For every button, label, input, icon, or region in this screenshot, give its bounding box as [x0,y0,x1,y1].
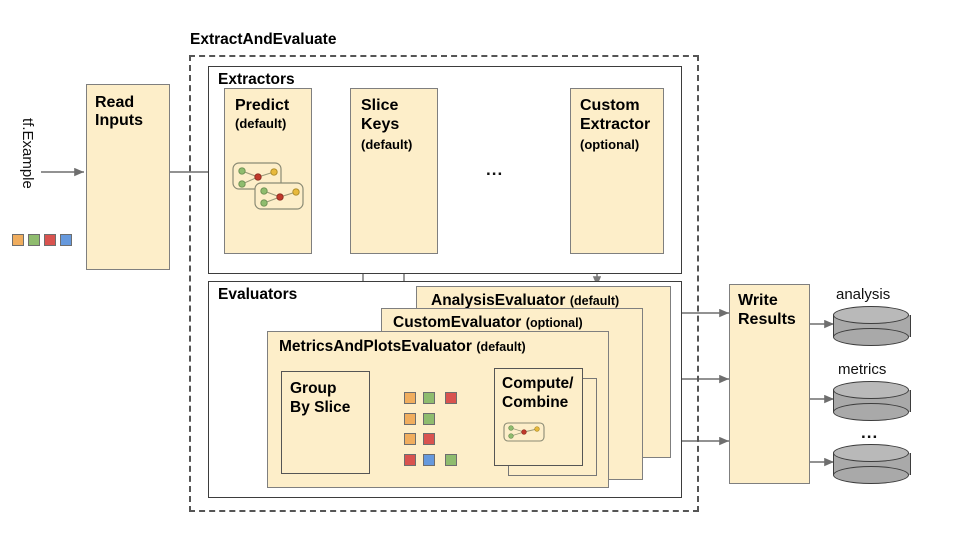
cylinder-bottom [833,328,909,346]
write-results-line1: Write [738,292,778,309]
extractor-predict-box[interactable]: Predict (default) [224,88,312,254]
output-label-analysis: analysis [836,286,891,303]
output-cylinder-analysis[interactable] [833,306,911,346]
write-results-box[interactable]: Write Results [729,284,810,484]
slice-swatch [445,454,457,466]
group-by-slice-box[interactable]: Group By Slice [281,371,370,474]
extractor-predict-qualifier: (default) [235,116,287,131]
cylinder-top [833,306,909,324]
slice-swatch [423,454,435,466]
graph-icon [232,162,304,210]
cylinder-bottom [833,466,909,484]
slice-swatch [445,392,457,404]
evaluator-analysis-name: AnalysisEvaluator [431,292,566,309]
output-cylinder-metrics[interactable] [833,381,911,421]
extractor-slice-keys-box[interactable]: Slice Keys (default) [350,88,438,254]
compute-combine-box[interactable]: Compute/ Combine [494,368,583,466]
cylinder-top [833,381,909,399]
evaluator-custom-qualifier: (optional) [525,316,583,330]
slice-swatch [404,392,416,404]
output-label-more: ... [861,423,879,442]
swatch-green [28,234,40,246]
write-results-line2: Results [738,311,796,328]
slice-swatch [423,392,435,404]
extractor-custom-line2: Extractor [580,116,651,133]
extractors-label: Extractors [218,71,295,88]
swatch-orange [12,234,24,246]
extractor-slice-keys-line1: Slice [361,97,399,114]
slice-swatch [423,413,435,425]
group-by-slice-line2: By Slice [290,399,351,416]
input-label: tf.Example [19,118,36,189]
slice-swatch [423,433,435,445]
extract-and-evaluate-title: ExtractAndEvaluate [190,31,336,49]
slice-swatch-grid [404,392,464,470]
input-swatches [12,234,74,248]
extractor-custom-line1: Custom [580,97,640,114]
swatch-red [44,234,56,246]
slice-swatch [404,454,416,466]
output-label-metrics: metrics [838,361,887,378]
read-inputs-box[interactable]: Read Inputs [86,84,170,270]
cylinder-top [833,444,909,462]
output-cylinder-more[interactable] [833,444,911,484]
evaluator-custom-name: CustomEvaluator [393,314,522,331]
slice-swatch [404,413,416,425]
graph-icon [503,422,545,442]
compute-combine-line1: Compute/ [502,375,574,392]
evaluators-label: Evaluators [218,286,298,303]
read-inputs-line1: Read Inputs [95,94,143,129]
extractor-predict-title: Predict [235,97,290,114]
cylinder-bottom [833,403,909,421]
extractor-custom-qualifier: (optional) [580,137,640,152]
evaluator-metrics-qualifier: (default) [476,340,526,354]
extractor-slice-keys-line2: Keys [361,116,400,133]
slice-swatch [404,433,416,445]
extractors-ellipsis: ... [486,160,504,179]
extract-and-evaluate-label: ExtractAndEvaluate [190,31,337,48]
swatch-blue [60,234,72,246]
extractor-slice-keys-qualifier: (default) [361,137,413,152]
extract-and-evaluate-container [189,55,699,512]
group-by-slice-line1: Group [290,380,337,397]
extractor-custom-box[interactable]: Custom Extractor (optional) [570,88,664,254]
evaluator-analysis-qualifier: (default) [569,294,620,308]
evaluator-metrics-name: MetricsAndPlotsEvaluator [279,338,472,355]
compute-combine-line2: Combine [502,394,569,411]
